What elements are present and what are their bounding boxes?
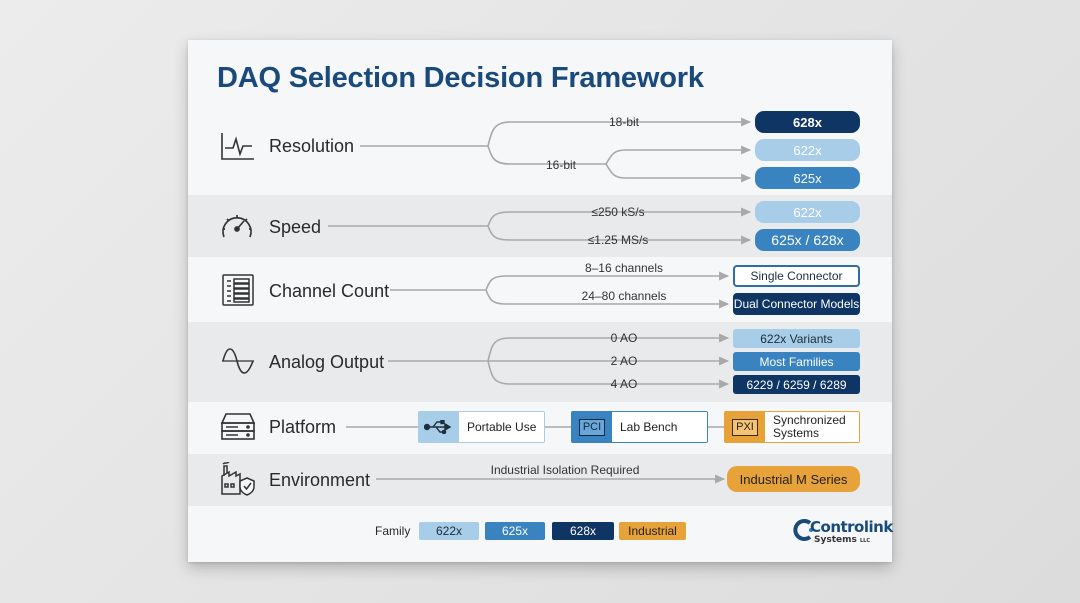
branch-label-8-16-channels: 8–16 channels [584, 261, 664, 275]
pxi-icon: PXI [732, 418, 758, 436]
result-6229-6259-6289: 6229 / 6259 / 6289 [733, 375, 860, 394]
pci-icon: PCI [579, 418, 605, 436]
category-label-speed: Speed [269, 217, 322, 237]
pci-badge-text: PCI [582, 421, 602, 433]
branch-label-250ks: ≤250 kS/s [591, 205, 645, 219]
result-single-connector: Single Connector [733, 265, 860, 287]
legend-chip-628x: 628x [552, 522, 614, 540]
legend-chip-625x: 625x [485, 522, 545, 540]
platform-label-pci: Lab Bench [612, 412, 707, 442]
gauge-icon [222, 215, 252, 238]
sine-wave-icon [222, 348, 254, 374]
result-speed-622x: 622x [755, 201, 860, 223]
branch-label-4ao: 4 AO [610, 377, 638, 391]
line-speed-625x628x [487, 225, 752, 245]
category-label-analog-output: Analog Output [269, 352, 385, 372]
result-628x: 628x [755, 111, 860, 133]
legend-chip-industrial: Industrial [619, 522, 686, 540]
branch-label-125ms: ≤1.25 MS/s [587, 233, 649, 247]
terminal-block-icon [222, 274, 254, 306]
line-ao-0 [487, 333, 730, 362]
platform-label-usb: Portable Use [459, 412, 544, 442]
logo-name: Controlink [810, 518, 893, 536]
factory-shield-icon [221, 462, 255, 496]
branch-label-0ao: 0 AO [610, 331, 638, 345]
result-speed-625x-628x: 625x / 628x [755, 229, 860, 251]
result-625x: 625x [755, 167, 860, 189]
category-label-channel-count: Channel Count [269, 281, 390, 301]
framework-sheet: DAQ Selection Decision Framework [188, 40, 893, 562]
platform-label-pxi-line1: Synchronized [773, 413, 846, 427]
result-622x-variants: 622x Variants [733, 329, 860, 348]
logo-suffix: LLC [860, 538, 871, 544]
connector-lines [328, 117, 752, 484]
result-industrial-m-series: Industrial M Series [727, 466, 860, 492]
line-resolution-622x [605, 145, 752, 165]
line-resolution-625x [605, 163, 752, 183]
result-622x: 622x [755, 139, 860, 161]
branch-label-16bit: 16-bit [545, 158, 577, 172]
platform-label-pxi-line2: Systems [773, 426, 820, 440]
platform-option-pci: PCI Lab Bench [571, 411, 708, 443]
branch-label-industrial-isolation: Industrial Isolation Required [490, 463, 640, 477]
line-channel-dual [485, 289, 730, 309]
logo-c-mark-icon [793, 519, 813, 541]
line-resolution-16bit [487, 145, 606, 165]
line-ao-4 [487, 360, 730, 389]
line-channel-single [485, 271, 730, 291]
logo-sub: Systems LLC [814, 535, 870, 545]
controlink-logo: Controlink Systems LLC [792, 518, 893, 548]
legend-label: Family [375, 524, 411, 538]
platform-option-usb: Portable Use [418, 411, 545, 443]
server-icon [220, 413, 256, 440]
category-label-resolution: Resolution [269, 136, 355, 156]
pxi-badge-text: PXI [736, 421, 754, 433]
result-dual-connector: Dual Connector Models [733, 293, 860, 315]
branch-label-18bit: 18-bit [608, 115, 640, 129]
line-speed-622x [487, 207, 752, 227]
page-title: DAQ Selection Decision Framework [217, 62, 704, 94]
line-resolution-18bit [487, 117, 752, 147]
branch-label-24-80-channels: 24–80 channels [581, 289, 667, 303]
legend-chip-622x: 622x [419, 522, 479, 540]
category-label-environment: Environment [269, 470, 371, 490]
platform-option-pxi: PXI Synchronized Systems [724, 411, 860, 443]
logo-sub-text: Systems [814, 535, 857, 545]
platform-label-pxi: Synchronized Systems [765, 412, 859, 442]
usb-icon [424, 420, 452, 434]
waveform-icon [221, 133, 254, 160]
result-most-families: Most Families [733, 352, 860, 371]
category-label-platform: Platform [269, 417, 337, 437]
branch-label-2ao: 2 AO [610, 354, 638, 368]
